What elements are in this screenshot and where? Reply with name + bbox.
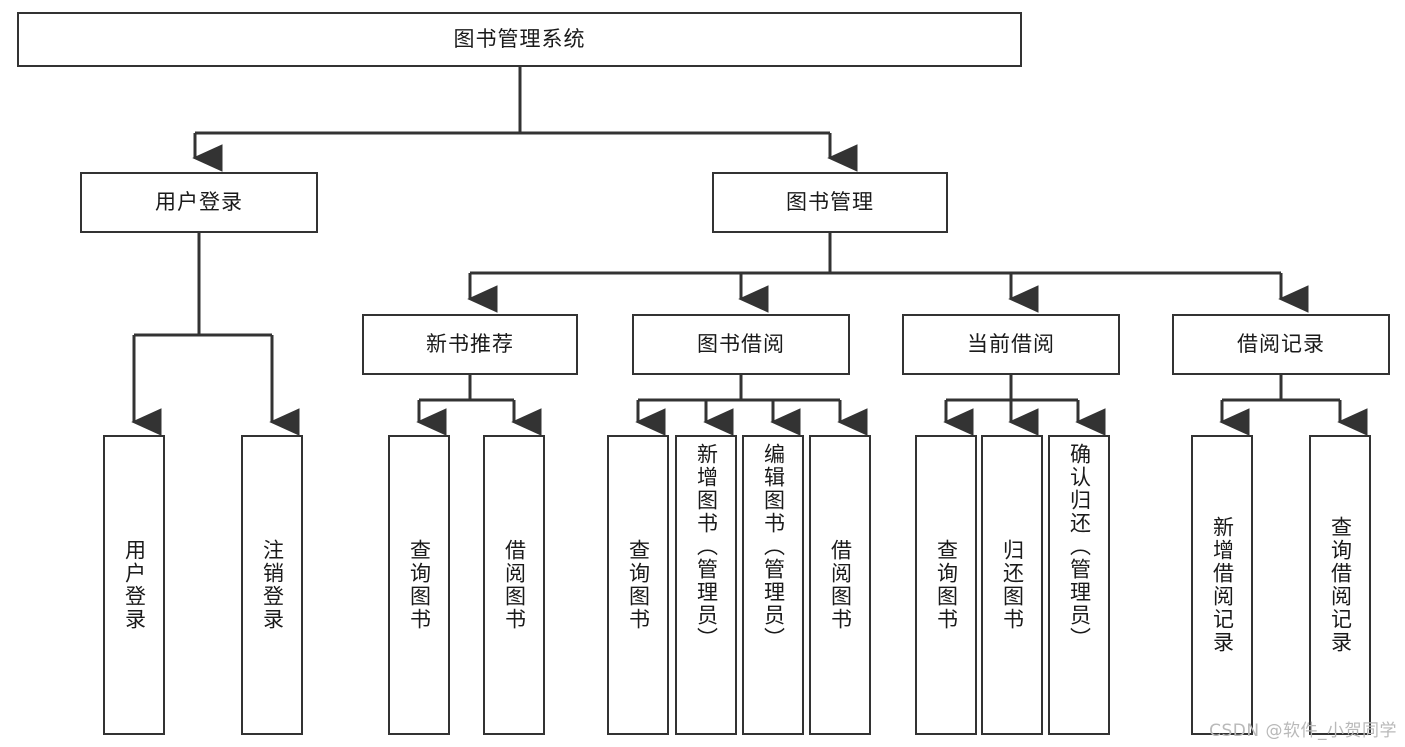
node-leaf-confirm-return-admin[interactable]: 确认归还（管理员）	[1048, 435, 1110, 735]
node-borrow-record[interactable]: 借阅记录	[1172, 314, 1390, 375]
node-user-login[interactable]: 用户登录	[80, 172, 318, 233]
node-current-borrow[interactable]: 当前借阅	[902, 314, 1120, 375]
node-root[interactable]: 图书管理系统	[17, 12, 1022, 67]
node-leaf-logout-label: 注销登录	[260, 539, 285, 631]
node-leaf-query-book-1-label: 查询图书	[407, 539, 432, 631]
node-book-borrow-label: 图书借阅	[697, 332, 785, 357]
node-leaf-add-book-admin-label: 新增图书（管理员）	[694, 443, 719, 650]
node-leaf-return-book[interactable]: 归还图书	[981, 435, 1043, 735]
node-leaf-query-book-3-label: 查询图书	[934, 539, 959, 631]
node-book-manage[interactable]: 图书管理	[712, 172, 948, 233]
node-leaf-borrow-book-1[interactable]: 借阅图书	[483, 435, 545, 735]
node-leaf-user-login[interactable]: 用户登录	[103, 435, 165, 735]
node-leaf-query-book-1[interactable]: 查询图书	[388, 435, 450, 735]
node-leaf-add-record-label: 新增借阅记录	[1210, 516, 1235, 654]
node-leaf-query-book-2[interactable]: 查询图书	[607, 435, 669, 735]
node-leaf-query-record-label: 查询借阅记录	[1328, 516, 1353, 654]
node-leaf-borrow-book-2[interactable]: 借阅图书	[809, 435, 871, 735]
node-leaf-user-login-label: 用户登录	[122, 539, 147, 631]
node-new-book-rec-label: 新书推荐	[426, 332, 514, 357]
node-leaf-borrow-book-1-label: 借阅图书	[502, 539, 527, 631]
node-new-book-rec[interactable]: 新书推荐	[362, 314, 578, 375]
node-leaf-add-record[interactable]: 新增借阅记录	[1191, 435, 1253, 735]
node-leaf-borrow-book-2-label: 借阅图书	[828, 539, 853, 631]
node-leaf-return-book-label: 归还图书	[1000, 539, 1025, 631]
node-leaf-edit-book-admin-label: 编辑图书（管理员）	[761, 443, 786, 650]
node-root-label: 图书管理系统	[453, 27, 586, 52]
node-book-borrow[interactable]: 图书借阅	[632, 314, 850, 375]
node-leaf-add-book-admin[interactable]: 新增图书（管理员）	[675, 435, 737, 735]
node-borrow-record-label: 借阅记录	[1237, 332, 1325, 357]
node-leaf-query-record[interactable]: 查询借阅记录	[1309, 435, 1371, 735]
watermark-text: CSDN @软件_小贺同学	[1209, 721, 1397, 741]
node-book-manage-label: 图书管理	[786, 190, 874, 215]
node-leaf-query-book-2-label: 查询图书	[626, 539, 651, 631]
node-leaf-query-book-3[interactable]: 查询图书	[915, 435, 977, 735]
node-leaf-edit-book-admin[interactable]: 编辑图书（管理员）	[742, 435, 804, 735]
node-leaf-confirm-return-admin-label: 确认归还（管理员）	[1067, 443, 1092, 650]
node-current-borrow-label: 当前借阅	[967, 332, 1055, 357]
node-leaf-logout[interactable]: 注销登录	[241, 435, 303, 735]
node-user-login-label: 用户登录	[155, 190, 243, 215]
